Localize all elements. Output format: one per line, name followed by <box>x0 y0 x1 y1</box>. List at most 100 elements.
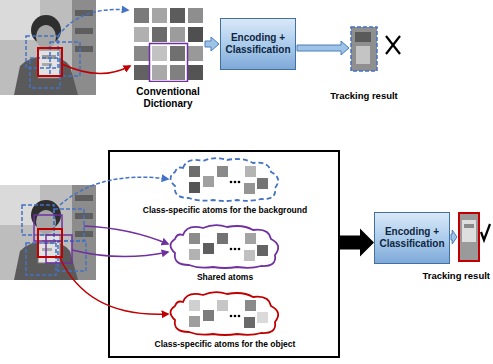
ellipsis-dot <box>230 315 233 318</box>
atom-tile <box>188 46 203 61</box>
atom-tile <box>189 166 200 177</box>
cloud-label: Class-specific atoms for the object <box>112 339 338 349</box>
background-sample-box <box>26 36 58 68</box>
ellipsis-dot <box>238 248 241 251</box>
process-box: Encoding + Classification <box>220 18 296 70</box>
atom-tile <box>189 182 200 193</box>
atom-cloud <box>112 154 338 204</box>
ellipsis-dot <box>234 181 237 184</box>
result-patch-detail <box>462 220 476 242</box>
ellipsis-dot <box>234 315 237 318</box>
video-frame <box>0 0 96 95</box>
sample-arrow <box>84 226 168 244</box>
flow-arrow <box>297 41 349 55</box>
object-box <box>38 229 62 257</box>
result-label: Tracking result <box>422 270 490 281</box>
figure-part <box>171 225 279 268</box>
result-box <box>459 213 479 261</box>
atom-tile <box>257 178 268 189</box>
tracking-result-image <box>458 212 480 262</box>
background-sample-box <box>54 209 84 241</box>
result-node: Tracking result <box>458 212 480 262</box>
process-label: Encoding + Classification <box>224 32 292 56</box>
atom-tile <box>189 249 200 260</box>
process-box: Encoding + Classification <box>374 212 450 264</box>
result-patch <box>459 213 479 261</box>
atom-tile <box>189 233 200 244</box>
atom-tile <box>245 166 256 177</box>
sample-arrow <box>72 250 168 257</box>
atom-tile <box>217 300 228 311</box>
atom-tile <box>170 65 185 80</box>
atom-tile <box>189 300 200 311</box>
object-box <box>38 48 62 76</box>
cloud-outline <box>171 225 279 268</box>
atom-tile <box>245 233 256 244</box>
atom-tile <box>152 8 167 23</box>
atom-tile <box>257 312 268 323</box>
cloud-outline <box>171 158 279 201</box>
atom-cloud <box>112 288 338 338</box>
atom-tile <box>189 316 200 327</box>
fail-mark <box>386 36 400 54</box>
process-label: Encoding + Classification <box>378 226 446 250</box>
atom-tile <box>203 243 214 254</box>
sample-arrow <box>60 177 168 205</box>
atom-tile <box>244 183 255 194</box>
background-sample-box <box>26 243 56 275</box>
result-patch-detail <box>355 32 371 42</box>
ellipsis-dot <box>234 248 237 251</box>
dictionary-grid <box>132 6 204 82</box>
atom-tile <box>217 166 228 177</box>
result-patch <box>351 27 377 71</box>
atom-tile <box>217 233 228 244</box>
atom-tile <box>134 27 149 42</box>
shared-sample-box <box>46 235 72 263</box>
shared-region-box <box>150 44 188 82</box>
figure-part <box>171 292 279 335</box>
atom-tile <box>203 176 214 187</box>
atom-cloud-node: Class-specific atoms for the background <box>112 154 338 215</box>
atom-cloud-node: Shared atoms <box>112 221 338 282</box>
atom-tile <box>244 317 255 328</box>
result-patch-detail <box>464 224 474 228</box>
atom-tile <box>188 65 203 80</box>
atom-tile <box>188 27 203 42</box>
video-frame <box>0 185 96 280</box>
atom-tile <box>134 46 149 61</box>
ellipsis-dot <box>238 315 241 318</box>
result-box <box>351 27 377 71</box>
result-node: Tracking result <box>350 26 378 72</box>
cloud-label: Shared atoms <box>112 272 338 282</box>
sample-arrow <box>62 64 130 74</box>
atom-tile <box>134 8 149 23</box>
fail-mark <box>386 36 400 54</box>
atom-tile <box>170 46 185 61</box>
atom-tile <box>170 8 185 23</box>
dictionary-label: Conventional Dictionary <box>123 86 213 110</box>
figure-part <box>171 158 279 201</box>
result-patch-detail <box>356 46 370 64</box>
cloud-label: Class-specific atoms for the background <box>112 205 338 215</box>
flow-arrow <box>451 230 457 244</box>
atom-tile <box>152 27 167 42</box>
sample-arrow <box>58 10 128 36</box>
atom-tile <box>188 8 203 23</box>
ellipsis-dot <box>230 248 233 251</box>
atom-tile <box>257 245 268 256</box>
dictionary-node: Conventional Dictionary <box>132 6 204 82</box>
atom-cloud-node: Class-specific atoms for the object <box>112 288 338 349</box>
atom-tile <box>152 65 167 80</box>
ellipsis-dot <box>238 181 241 184</box>
atom-cloud <box>112 221 338 271</box>
ellipsis-dot <box>230 181 233 184</box>
atom-tile <box>244 250 255 261</box>
atom-tile <box>170 27 185 42</box>
atom-tile <box>134 65 149 80</box>
atom-tile <box>152 46 167 61</box>
atom-tile <box>203 310 214 321</box>
result-label: Tracking result <box>330 90 398 101</box>
tracking-result-image <box>350 26 378 72</box>
sample-arrow <box>60 258 168 314</box>
